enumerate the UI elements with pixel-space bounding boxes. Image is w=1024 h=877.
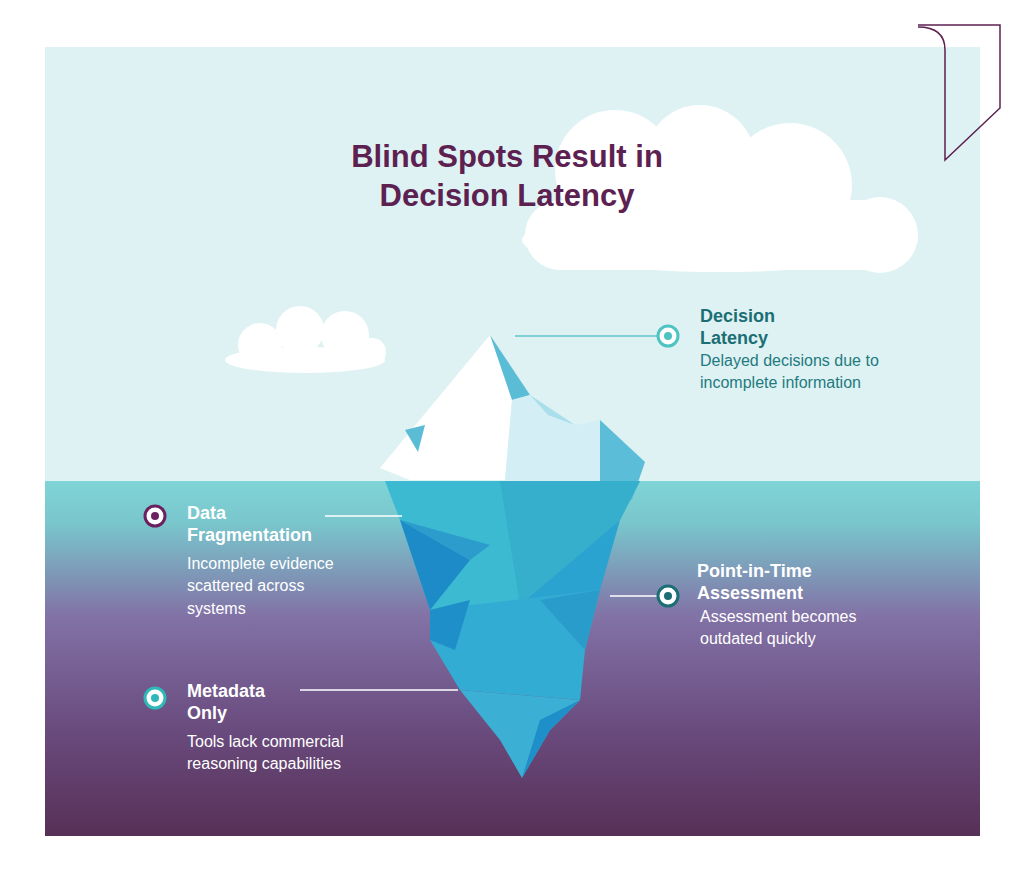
callout-body: Incomplete evidence scattered across sys…: [187, 553, 365, 620]
callout-body: Delayed decisions due to incomplete info…: [700, 350, 950, 395]
leader-lines: [300, 336, 657, 690]
callout-body: Assessment becomes outdated quickly: [700, 606, 905, 651]
callout-markers: [145, 326, 678, 708]
callout-heading: Decision Latency: [700, 306, 795, 349]
diagram-title: Blind Spots Result in Decision Latency: [317, 138, 697, 216]
iceberg: [380, 335, 645, 778]
water: [45, 481, 980, 836]
small-cloud: [225, 306, 386, 373]
sky: [45, 47, 980, 481]
callout-body: Tools lack commercial reasoning capabili…: [187, 731, 392, 776]
corner-bracket: [918, 25, 1000, 160]
callout-heading: Metadata Only: [187, 681, 297, 724]
callout-heading: Data Fragmentation: [187, 503, 347, 546]
callout-heading: Point-in-Time Assessment: [697, 561, 887, 604]
